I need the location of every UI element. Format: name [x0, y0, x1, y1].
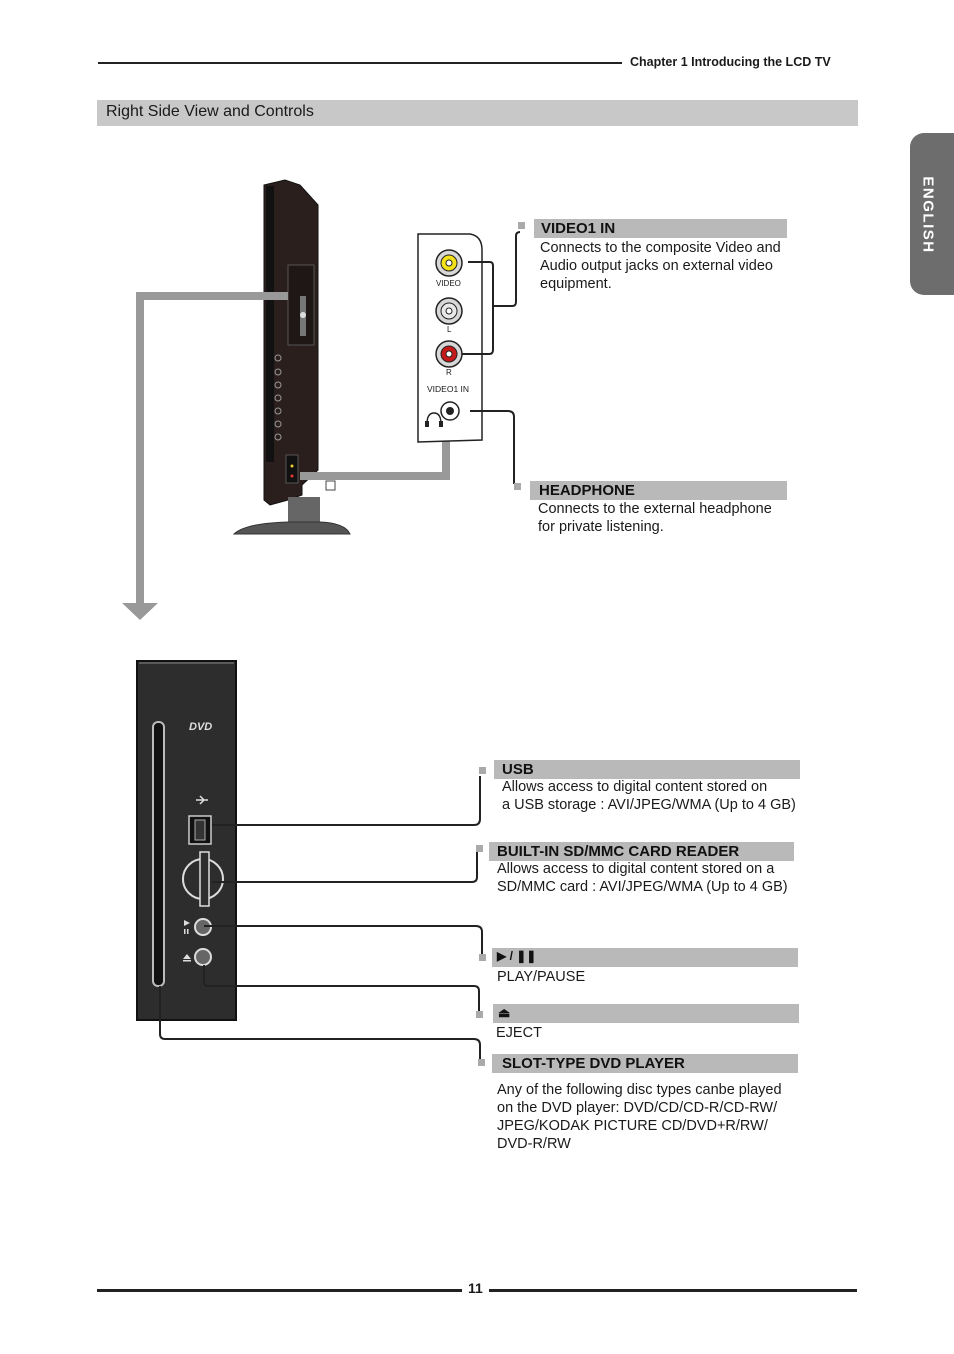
dvd-title-bar	[492, 1054, 798, 1073]
section-title: Right Side View and Controls	[106, 103, 314, 120]
headphone-title-bar	[530, 481, 787, 500]
eject-title: ⏏	[498, 1005, 511, 1020]
usb-desc-2: a USB storage : AVI/JPEG/WMA (Up to 4 GB…	[502, 797, 796, 813]
tv-side-view	[232, 179, 351, 535]
video1in-title: VIDEO1 IN	[541, 220, 616, 237]
dvd-side-panel	[136, 660, 237, 1021]
playpause-title: ▶ / ❚❚	[497, 949, 537, 963]
headphone-desc-2: for private listening.	[538, 519, 664, 535]
header-rule	[98, 62, 622, 64]
dvd-logo: DVD	[189, 721, 213, 733]
usb-desc-1: Allows access to digital content stored …	[502, 779, 768, 795]
left-jack-label: L	[447, 325, 452, 334]
video-jack-label: VIDEO	[436, 279, 461, 288]
jack-panel	[417, 233, 483, 443]
video1in-desc-3: equipment.	[540, 276, 612, 292]
usb-title: USB	[502, 761, 534, 778]
video1in-desc-1: Connects to the composite Video and	[540, 240, 781, 256]
card-title-bar	[489, 842, 794, 861]
dvd-desc-4: DVD-R/RW	[497, 1136, 571, 1152]
video1in-title-bar	[534, 219, 787, 238]
dvd-title: SLOT-TYPE DVD PLAYER	[502, 1055, 685, 1072]
playpause-desc: PLAY/PAUSE	[497, 969, 586, 985]
usb-title-bar	[494, 760, 800, 779]
eject-title-bar	[493, 1004, 799, 1023]
eject-desc: EJECT	[496, 1025, 542, 1041]
card-desc-2: SD/MMC card : AVI/JPEG/WMA (Up to 4 GB)	[497, 879, 788, 895]
right-jack-label: R	[446, 368, 452, 377]
language-tab	[910, 133, 954, 295]
jack-group-label: VIDEO1 IN	[427, 384, 470, 394]
playpause-title-bar	[492, 948, 798, 967]
dvd-desc-3: JPEG/KODAK PICTURE CD/DVD+R/RW/	[497, 1118, 768, 1134]
callout-bullets	[476, 222, 525, 1066]
dvd-desc-1: Any of the following disc types canbe pl…	[497, 1082, 782, 1098]
card-desc-1: Allows access to digital content stored …	[497, 861, 775, 877]
dvd-desc-2: on the DVD player: DVD/CD/CD-R/CD-RW/	[497, 1100, 778, 1116]
callout-lines-bottom	[159, 776, 483, 1062]
card-title: BUILT-IN SD/MMC CARD READER	[497, 843, 740, 860]
page-number: 11	[462, 1280, 489, 1296]
chapter-heading: Chapter 1 Introducing the LCD TV	[630, 55, 831, 69]
headphone-desc-1: Connects to the external headphone	[538, 501, 772, 517]
callout-lines-top	[462, 231, 521, 484]
section-bar	[97, 100, 858, 126]
headphone-title: HEADPHONE	[539, 482, 635, 499]
video1in-desc-2: Audio output jacks on external video	[540, 258, 773, 274]
